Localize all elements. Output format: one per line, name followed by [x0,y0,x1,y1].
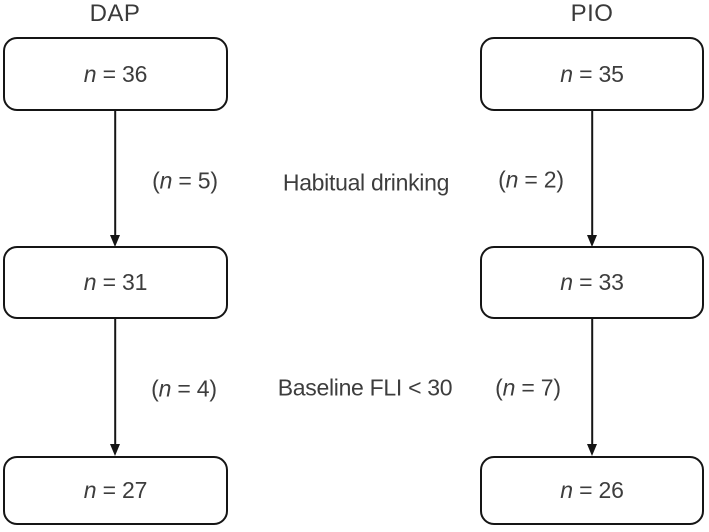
dap-exclusion-2-count: (n = 4) [151,376,217,403]
n-value: = 4) [171,375,217,402]
n-value: = 27 [96,477,148,503]
n-symbol: n [159,167,173,194]
stage-label-habitual-drinking: Habitual drinking [282,169,450,196]
paren-open: ( [498,166,506,193]
dap-box-after-drinking-exclusion: n = 31 [3,246,228,319]
n-symbol: n [560,60,573,87]
pio-enrolled-count: n = 35 [560,60,624,88]
n-symbol: n [83,60,97,87]
column-title-pio: PIO [570,0,614,27]
pio-arrow-stage1 [586,111,598,247]
arrowhead-down-icon [587,235,597,247]
dap-arrow-stage1 [109,111,121,247]
paren-open: ( [152,167,160,194]
arrow-shaft [114,111,116,237]
n-symbol: n [505,166,519,193]
n-symbol: n [83,269,97,295]
dap-arrow-stage2 [109,319,121,456]
pio-mid-count: n = 33 [560,269,624,296]
n-value: = 26 [572,477,624,503]
column-title-dap: DAP [89,0,141,27]
n-value: = 36 [96,60,148,87]
pio-box-final: n = 26 [480,456,704,525]
arrowhead-down-icon [110,235,120,247]
stage-label-baseline-fli: Baseline FLI < 30 [277,374,453,401]
n-value: = 7) [515,374,561,401]
n-value: = 31 [96,269,148,295]
arrowhead-down-icon [110,444,120,456]
paren-open: ( [495,374,503,401]
arrow-shaft [591,319,593,446]
n-symbol: n [560,477,573,503]
dap-mid-count: n = 31 [83,269,148,296]
pio-exclusion-2-count: (n = 7) [495,375,561,402]
n-symbol: n [560,269,573,295]
dap-final-count: n = 27 [83,477,148,504]
pio-box-after-drinking-exclusion: n = 33 [480,246,704,319]
pio-box-enrolled: n = 35 [480,37,704,111]
arrowhead-down-icon [587,444,597,456]
n-value: = 33 [572,269,624,295]
pio-exclusion-1-count: (n = 2) [498,167,564,194]
n-value: = 5) [172,167,218,194]
n-symbol: n [502,374,516,401]
pio-final-count: n = 26 [560,477,624,504]
dap-enrolled-count: n = 36 [83,60,148,88]
n-symbol: n [83,477,97,503]
paren-open: ( [151,375,159,402]
dap-box-enrolled: n = 36 [3,37,228,111]
arrow-shaft [114,319,116,446]
n-value: = 2) [518,166,564,193]
pio-arrow-stage2 [586,319,598,456]
dap-exclusion-1-count: (n = 5) [152,168,218,195]
n-value: = 35 [572,60,624,87]
dap-box-final: n = 27 [3,456,228,525]
arrow-shaft [591,111,593,237]
n-symbol: n [158,375,172,402]
